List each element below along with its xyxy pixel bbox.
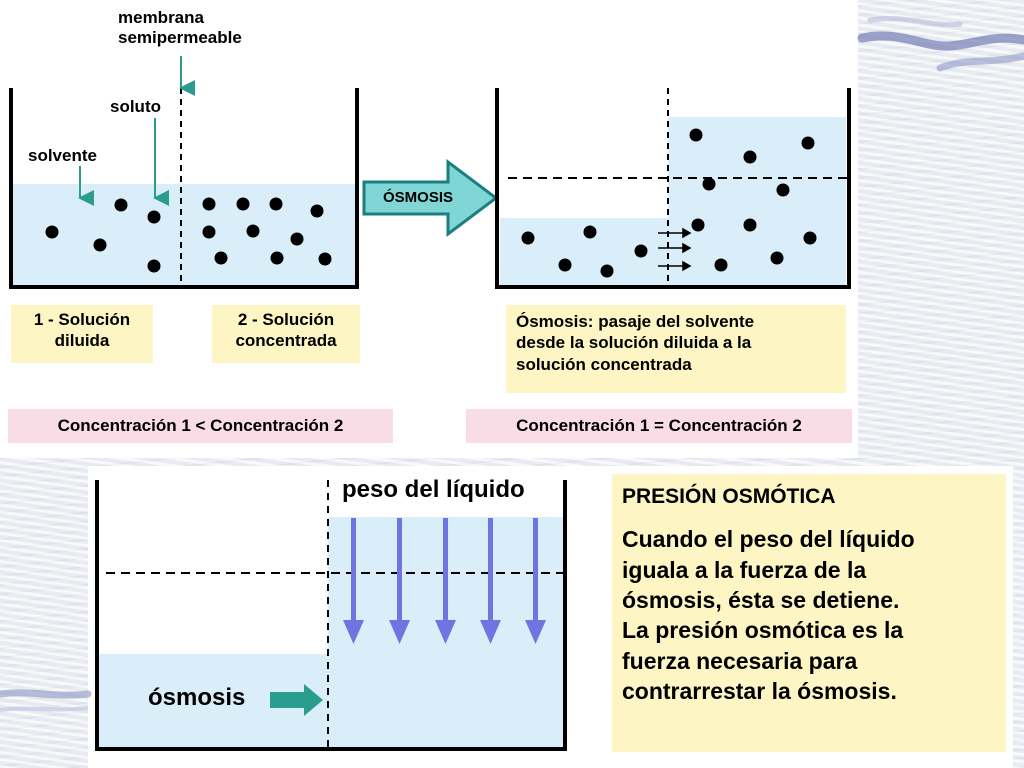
osmosis-process-arrow: [362, 159, 499, 237]
decorative-swoosh-top: [857, 15, 1024, 72]
solute-particle: [691, 218, 705, 232]
solute-particle: [236, 197, 250, 211]
diluted-solution-box: 1 - Solución diluida: [11, 305, 153, 363]
solute-particle: [770, 251, 784, 265]
solute-particle: [214, 251, 228, 265]
concentrated-solution-box: 2 - Solución concentrada: [212, 305, 360, 363]
beaker-osmotic-pressure: [95, 480, 567, 751]
beaker-walls: [9, 88, 359, 289]
decorative-swoosh-left: [0, 689, 92, 712]
solute-particle: [202, 225, 216, 239]
solute-particle: [310, 204, 324, 218]
solute-particle: [714, 258, 728, 272]
concentration-equal-box: Concentración 1 = Concentración 2: [466, 409, 852, 443]
liquid-weight-label: peso del líquido: [340, 476, 527, 504]
liquid-right-high: [668, 117, 846, 285]
osmosis-arrow-label: ÓSMOSIS: [382, 189, 453, 206]
liquid-initial: [12, 184, 356, 285]
osmosis-push-arrow: [270, 684, 323, 716]
beaker-after-osmosis: [495, 88, 851, 289]
solute-particle: [803, 231, 817, 245]
solute-particle: [600, 264, 614, 278]
solute-particle: [269, 197, 283, 211]
solute-particle: [114, 198, 128, 212]
solute-particle: [93, 238, 107, 252]
solute-particle: [702, 177, 716, 191]
solute-particle: [583, 225, 597, 239]
osmotic-pressure-box: PRESIÓN OSMÓTICA Cuando el peso del líqu…: [612, 474, 1006, 752]
osmotic-pressure-text: Cuando el peso del líquido iguala a la f…: [622, 526, 915, 705]
solute-particle: [290, 232, 304, 246]
solute-particle: [45, 225, 59, 239]
solute-particle: [743, 218, 757, 232]
osmotic-pressure-title: PRESIÓN OSMÓTICA: [622, 485, 836, 508]
flow-arrows: [658, 227, 692, 272]
beaker-walls: [495, 88, 851, 289]
solute-particle: [558, 258, 572, 272]
solute-particle: [743, 150, 757, 164]
solute-particle: [634, 244, 648, 258]
osmosis-description-box: Ósmosis: pasaje del solvente desde la so…: [506, 305, 846, 393]
solute-particle: [776, 183, 790, 197]
beaker-initial: [9, 56, 359, 289]
osmosis-small-label: ósmosis: [148, 684, 246, 711]
membrane-label: membrana semipermeable: [118, 8, 242, 47]
solute-particle: [689, 128, 703, 142]
solute-particle: [318, 252, 332, 266]
solute-particle: [202, 197, 216, 211]
solute-particle: [521, 231, 535, 245]
solvent-label: solvente: [28, 146, 97, 165]
beaker-walls: [95, 480, 567, 751]
solute-particle: [246, 224, 260, 238]
solute-particle: [270, 251, 284, 265]
concentration-less-box: Concentración 1 < Concentración 2: [8, 409, 393, 443]
solute-particle: [147, 259, 161, 273]
solute-particle: [147, 210, 161, 224]
solute-label: soluto: [110, 97, 161, 116]
solute-particle: [801, 136, 815, 150]
liquid-weight-arrows: [343, 518, 546, 644]
